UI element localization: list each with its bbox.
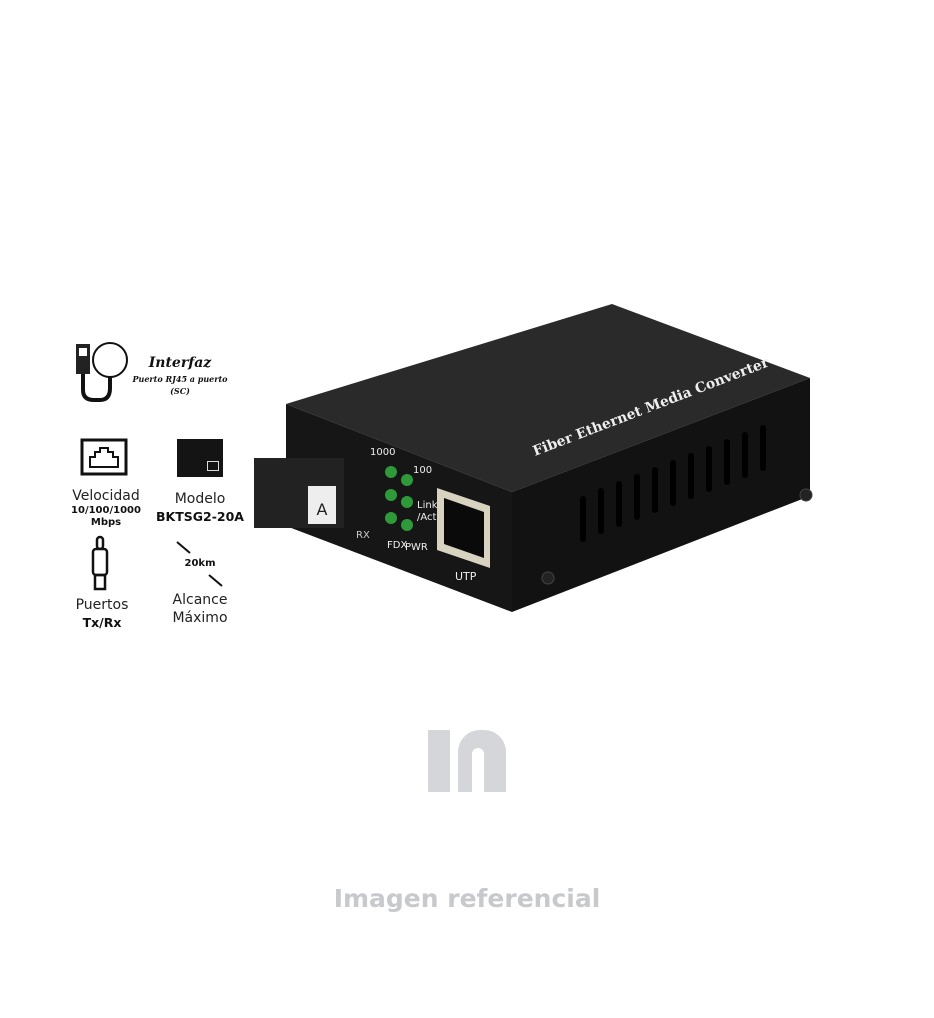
fiber-connector-icon <box>91 535 109 591</box>
status-leds <box>385 466 413 531</box>
speed-value: 10/100/1000 <box>71 505 141 516</box>
range-label-2: Máximo <box>172 610 228 626</box>
rj45-port-icon <box>80 438 128 476</box>
fiber-port-label-box <box>308 486 336 524</box>
fiber-port-label: A <box>317 500 328 519</box>
ports-label: Puertos <box>75 597 129 613</box>
model-label: Modelo <box>174 491 226 507</box>
rx-label: RX <box>356 530 370 541</box>
range-label: Alcance <box>172 592 228 608</box>
utp-port-label: UTP <box>455 570 477 583</box>
led-link-label: Link <box>417 500 438 511</box>
led-100-label: 100 <box>413 465 432 476</box>
model-value: BKTSG2-20A <box>156 509 244 524</box>
led-1000-label: 1000 <box>370 447 395 458</box>
interface-detail-2: (SC) <box>170 386 190 396</box>
interface-detail: Puerto RJ45 a puerto <box>132 374 228 384</box>
device-front <box>286 404 512 612</box>
device-top <box>286 304 810 492</box>
speed-unit: Mbps <box>90 517 122 528</box>
range-value: 20km <box>184 558 216 569</box>
screw-icon <box>799 488 813 502</box>
speed-label: Velocidad <box>72 488 140 504</box>
caption: Imagen referencial <box>333 884 601 913</box>
interface-title: Interfaz <box>148 355 212 371</box>
led-act-label: /Act <box>417 512 437 523</box>
media-converter-device: Fiber Ethernet Media Converter A RX 1000… <box>254 304 813 612</box>
vent-slots <box>580 425 766 542</box>
device-thumbnail-icon <box>177 439 223 477</box>
distance-icon <box>176 541 223 587</box>
screw-icon <box>541 571 555 585</box>
ports-value: Tx/Rx <box>82 615 122 630</box>
device-side <box>512 378 810 612</box>
led-pwr-label: PWR <box>405 542 428 553</box>
ethernet-cable-icon <box>76 342 128 402</box>
led-fdx-label: FDX <box>387 540 407 551</box>
